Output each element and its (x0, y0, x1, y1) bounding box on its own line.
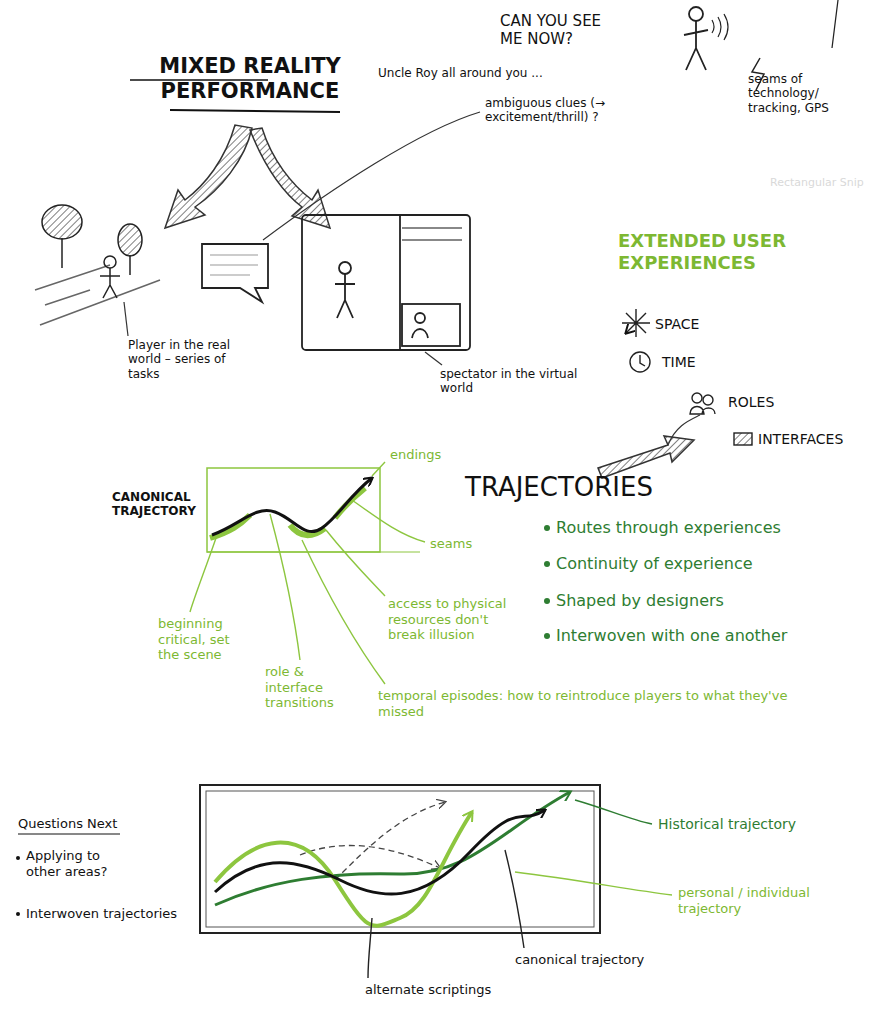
section-heading: Questions Next (18, 816, 117, 832)
diagram-title: MIXED REALITY PERFORMANCE (125, 54, 375, 104)
section-heading: TRAJECTORIES (465, 472, 653, 503)
bullet-item: Interwoven with one another (556, 626, 787, 645)
bullet-item: Interwoven trajectories (26, 906, 191, 922)
chart-callout: alternate scriptings (365, 982, 491, 998)
callout: endings (390, 447, 441, 463)
leader-line (124, 302, 128, 336)
experience-icons (622, 309, 752, 445)
chart-callout: Historical trajectory (658, 816, 796, 833)
callout: role & interface transitions (265, 664, 360, 711)
real-world-scene (35, 205, 160, 325)
bullet-dots (544, 525, 550, 639)
leader-line (190, 462, 425, 684)
note: Uncle Roy all around you ... (378, 66, 543, 80)
bullet-item: Continuity of experience (556, 554, 753, 573)
pointer-arrow (598, 436, 694, 478)
callout: temporal episodes: how to reintroduce pl… (378, 688, 808, 719)
section-heading: EXTENDED USER EXPERIENCES (618, 230, 838, 273)
trajectories-chart (200, 785, 600, 933)
note: spectator in the virtual world (440, 367, 590, 396)
leader-line (425, 352, 442, 365)
bullet-dots (16, 856, 20, 916)
chart-callout: personal / individual trajectory (678, 885, 838, 916)
leader-line (263, 112, 480, 240)
bullet-item: Shaped by designers (556, 591, 724, 610)
speech-bubble-lines (210, 255, 258, 275)
title-underline (170, 110, 340, 112)
aspect-label: SPACE (655, 316, 699, 333)
speech-quote: CAN YOU SEE ME NOW? (500, 12, 625, 48)
split-arrows (165, 125, 330, 228)
aspect-label: TIME (662, 354, 696, 371)
note: Player in the real world – series of tas… (128, 338, 253, 381)
watermark: Rectangular Snip (770, 176, 864, 189)
chart-heading: CANONICAL TRAJECTORY (112, 490, 204, 519)
screen-figure (302, 215, 470, 350)
leader-line (368, 800, 672, 978)
speech-bubble (202, 244, 268, 302)
heading-underline (18, 834, 120, 835)
note: ambiguous clues (→ excitement/thrill) ? (485, 96, 675, 125)
pointer-arrow (668, 415, 700, 445)
callout: seams (430, 536, 472, 552)
callout: beginning critical, set the scene (158, 616, 238, 663)
aspect-label: ROLES (728, 394, 774, 411)
aspect-label: INTERFACES (758, 431, 843, 448)
chart-callout: canonical trajectory (515, 952, 644, 968)
note: seams of technology/ tracking, GPS (748, 72, 868, 115)
canonical-trajectory-chart (207, 468, 420, 552)
callout: access to physical resources don't break… (388, 596, 513, 643)
bullet-item: Applying to other areas? (26, 848, 136, 879)
bullet-item: Routes through experiences (556, 518, 781, 537)
